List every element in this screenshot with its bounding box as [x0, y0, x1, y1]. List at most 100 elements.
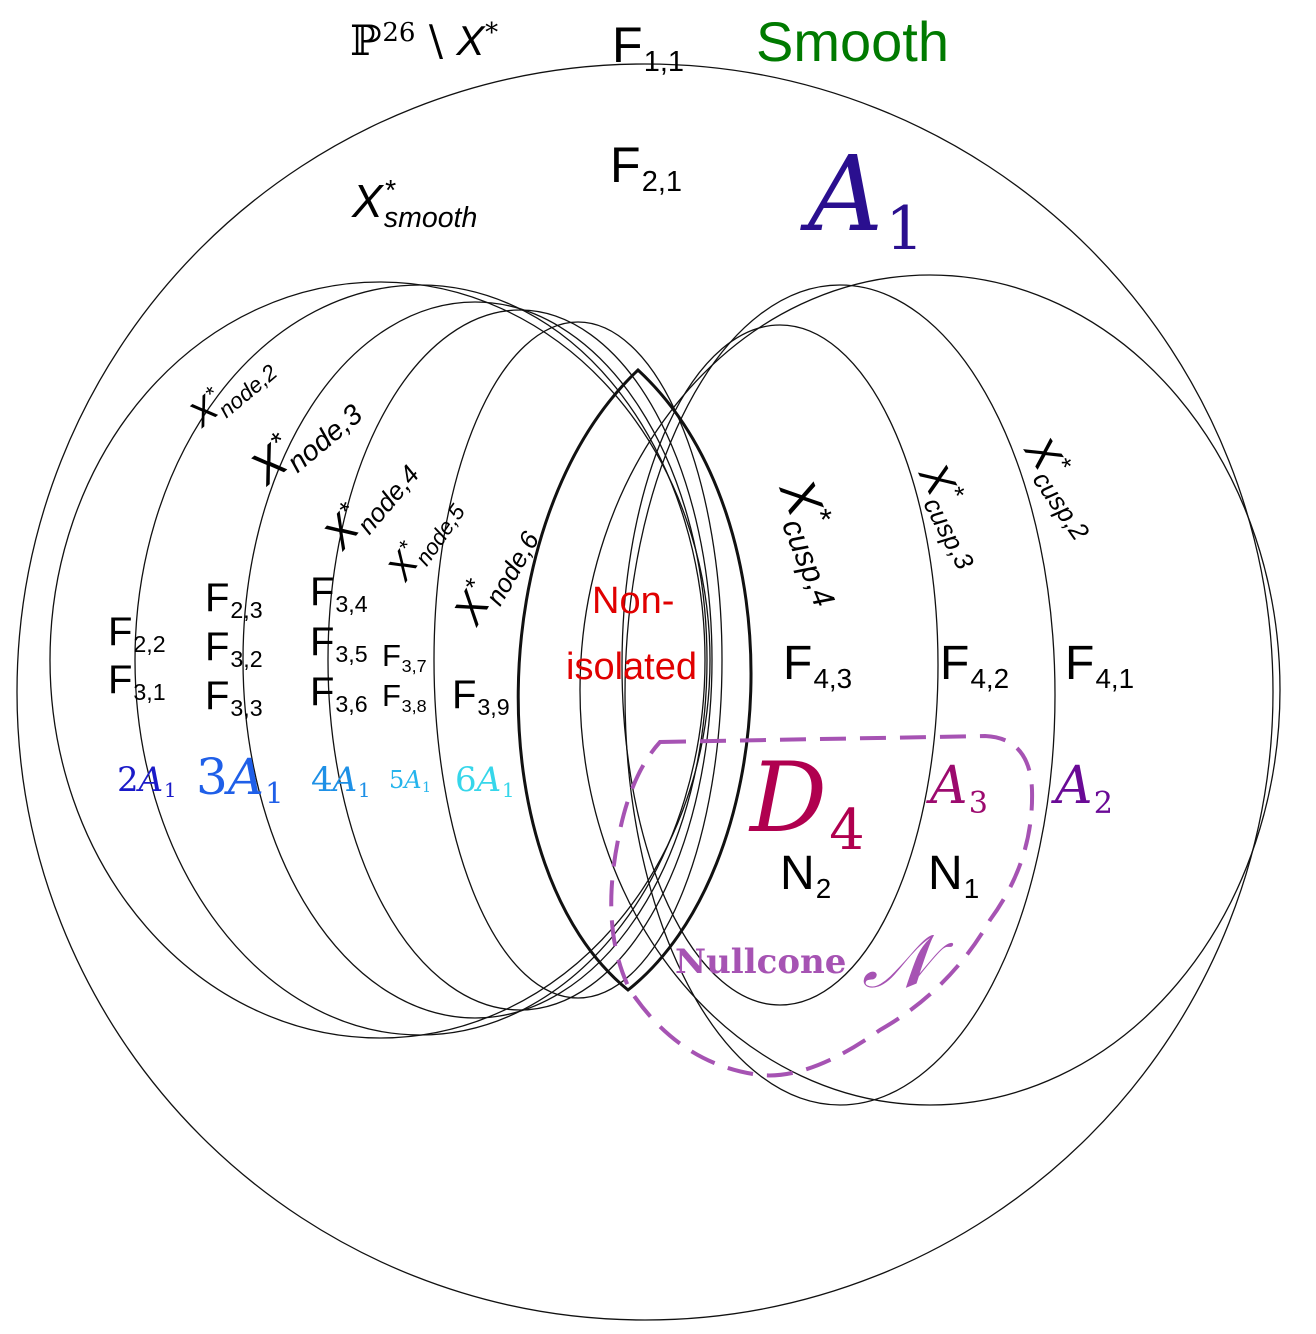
family-sub: 3,2 — [230, 646, 263, 673]
family-sub: 1 — [963, 872, 980, 904]
a2-label: A2 — [1055, 760, 1113, 818]
family-sub: 2,1 — [641, 166, 683, 199]
sing-sub: 1 — [265, 776, 284, 811]
cusp-3-ellipse — [624, 284, 1056, 1106]
set-minus: \ — [415, 16, 457, 65]
family-base: F — [382, 638, 401, 673]
family-base: N — [780, 847, 815, 900]
family-f33: F3,3 — [205, 676, 263, 720]
family-f41: F4,1 — [1065, 637, 1134, 693]
family-base: F — [452, 673, 477, 717]
family-sub: 3,6 — [335, 691, 368, 718]
family-base: F — [783, 637, 813, 690]
family-f43: F4,3 — [783, 637, 852, 693]
family-f11: F1,1 — [612, 17, 684, 77]
sing-sub: 1 — [501, 779, 515, 803]
nullcone-boundary — [609, 733, 1035, 1078]
sing-sub: 2 — [1093, 785, 1113, 821]
sing-sub: 1 — [163, 779, 177, 803]
family-base: F — [610, 137, 641, 193]
projective-space-label: ℙ26 \ X* — [350, 20, 498, 62]
sing-base: A — [808, 133, 884, 255]
family-sub: 1,1 — [643, 46, 685, 79]
family-f23: F2,3 — [205, 576, 263, 622]
family-base: F — [1065, 637, 1095, 690]
sing-base: A — [227, 748, 264, 806]
family-base: F — [310, 670, 335, 714]
node-2-ellipse — [49, 281, 711, 1039]
family-sub: 3,4 — [335, 591, 368, 618]
dual-star: * — [485, 17, 499, 48]
sing-base: A — [930, 756, 968, 816]
outer-circle — [16, 63, 1274, 1321]
four-a1-label: 4A1 — [311, 760, 371, 801]
sing-sub: 1 — [357, 779, 371, 803]
family-f36: F3,6 — [310, 670, 368, 716]
family-f31: F3,1 — [108, 658, 166, 704]
dual-set-symbol: X — [456, 17, 485, 64]
two-a1-label: 2A1 — [117, 763, 177, 801]
cusp-4-ellipse — [621, 324, 939, 1006]
family-base: F — [940, 637, 970, 690]
non-isolated-line2: isolated — [566, 646, 697, 688]
family-base: F — [205, 576, 230, 620]
sing-coef: 3 — [196, 748, 228, 806]
family-base: F — [108, 610, 133, 654]
sing-base: A — [332, 760, 358, 800]
node-6-ellipse — [433, 321, 723, 999]
family-n2: N2 — [780, 847, 831, 903]
non-isolated-line1: Non- — [592, 580, 675, 622]
family-f21: F2,1 — [610, 137, 682, 197]
family-f38: F3,8 — [382, 678, 427, 715]
family-sub: 4,2 — [970, 662, 1010, 694]
sing-sub: 1 — [885, 194, 924, 265]
region-sup: * — [383, 175, 395, 207]
sing-coef: 6 — [455, 760, 477, 800]
a3-label: A3 — [930, 760, 988, 818]
node-5-ellipse — [327, 309, 713, 1011]
space-symbol: ℙ — [350, 16, 382, 65]
family-sub: 4,1 — [1095, 662, 1135, 694]
region-sub: smooth — [383, 202, 478, 235]
family-f42: F4,2 — [940, 637, 1009, 693]
sing-base: A — [404, 766, 422, 794]
sing-sub: 1 — [422, 780, 432, 797]
sing-base: A — [1055, 756, 1093, 816]
five-a1-label: 5A1 — [389, 766, 431, 795]
family-sub: 3,1 — [133, 679, 166, 706]
family-base: F — [382, 678, 401, 713]
family-f34: F3,4 — [310, 570, 368, 616]
family-base: N — [928, 847, 963, 900]
node-3-ellipse — [134, 284, 706, 1036]
family-sub: 3,9 — [477, 694, 510, 721]
family-base: F — [108, 658, 133, 702]
family-sub: 3,8 — [401, 695, 427, 716]
family-base: F — [310, 570, 335, 614]
sing-base: A — [476, 760, 502, 800]
nullcone-label: Nullcone — [675, 942, 847, 982]
family-f22: F2,2 — [108, 610, 166, 656]
smooth-label: Smooth — [756, 10, 949, 73]
six-a1-label: 6A1 — [455, 760, 515, 801]
sing-coef: 4 — [311, 760, 333, 800]
family-f32: F3,2 — [205, 627, 263, 671]
family-sub: 2 — [815, 872, 832, 904]
family-base: F — [612, 17, 643, 73]
family-sub: 4,3 — [813, 662, 853, 694]
d4-label: D4 — [750, 750, 865, 858]
family-sub: 3,7 — [401, 655, 427, 676]
nullcone-symbol: 𝒩 — [862, 919, 933, 1005]
family-sub: 3,3 — [230, 695, 263, 722]
family-f37: F3,7 — [382, 638, 427, 675]
smooth-space-label: X*smooth — [352, 175, 478, 235]
node-4-ellipse — [242, 301, 708, 1019]
family-sub: 2,2 — [133, 631, 166, 658]
cusp-2-ellipse — [579, 274, 1281, 1106]
family-f35: F3,5 — [310, 622, 368, 666]
region-base: X — [352, 175, 383, 228]
sing-sub: 4 — [829, 797, 865, 863]
non-isolated-lens — [516, 367, 753, 992]
a1-label: A1 — [808, 142, 924, 259]
family-sub: 2,3 — [230, 597, 263, 624]
